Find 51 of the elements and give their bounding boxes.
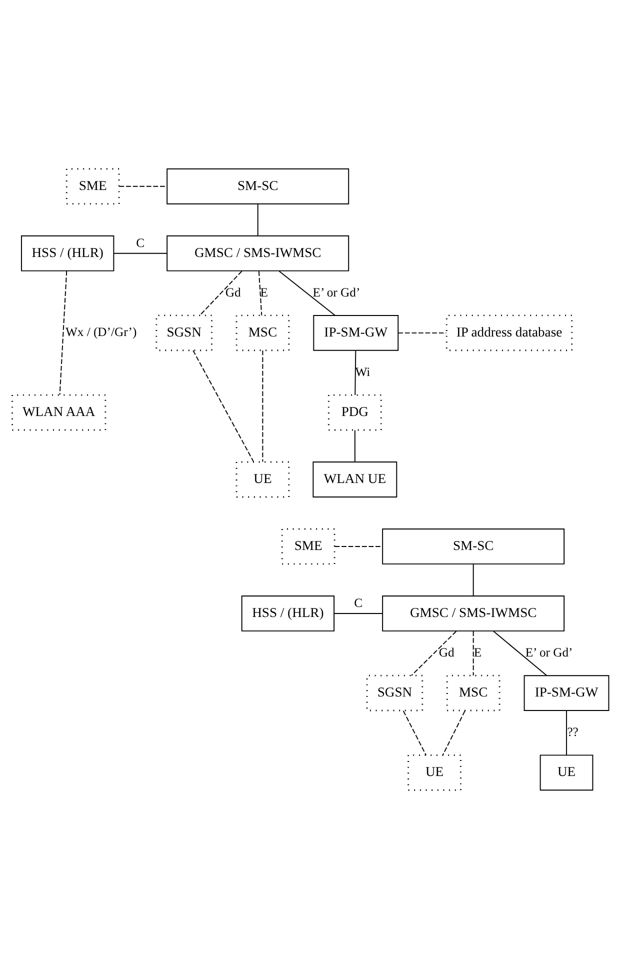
edge-label: ??: [567, 724, 578, 739]
connector: [354, 429, 356, 462]
node-box: HSS / (HLR): [241, 595, 335, 631]
edge-label: C: [354, 596, 363, 610]
edge-label: Gd: [225, 284, 241, 299]
connector: [192, 350, 254, 462]
connector: [398, 332, 447, 333]
connector: [59, 270, 68, 395]
connector: [472, 563, 474, 596]
node-box: SM-SC: [166, 168, 350, 204]
edge-label: Wx / (D’/Gr’): [65, 324, 137, 339]
node-box: IP-SM-GW: [524, 674, 610, 710]
node-box: GMSC / SMS-IWMSC: [382, 595, 565, 631]
connector: [354, 350, 356, 395]
node-box: HSS / (HLR): [21, 234, 114, 271]
edge-label: C: [136, 235, 145, 250]
connector: [257, 203, 258, 236]
connector: [566, 710, 567, 756]
node-box: SM-SC: [382, 528, 565, 564]
node-box: SME: [66, 168, 120, 204]
edge-label: E’ or Gd’: [525, 645, 573, 660]
node-box: UE: [236, 460, 290, 498]
connector: [493, 630, 548, 676]
connector: [442, 710, 466, 756]
connector: [334, 612, 383, 614]
node-box: SME: [281, 528, 336, 564]
connector: [199, 270, 242, 316]
node-box: MSC: [236, 314, 290, 351]
connector: [410, 630, 457, 676]
node-box: WLAN UE: [312, 461, 398, 497]
connector: [258, 270, 262, 316]
connector: [262, 350, 264, 462]
edge-label: Gd: [438, 645, 454, 660]
node-box: IP-SM-GW: [313, 314, 399, 350]
edge-label: E’ or Gd’: [312, 284, 360, 299]
edge-label: E: [474, 645, 482, 660]
connector: [113, 252, 168, 254]
node-box: MSC: [446, 674, 500, 711]
connector: [118, 185, 168, 186]
connector: [472, 630, 474, 676]
edge-label: E: [260, 284, 268, 299]
node-box: WLAN AAA: [12, 394, 106, 430]
node-box: SGSN: [156, 314, 212, 351]
connector: [278, 270, 336, 316]
node-box: PDG: [328, 394, 382, 430]
node-box: UE: [540, 754, 594, 790]
node-box: IP address database: [446, 314, 573, 351]
node-box: SGSN: [366, 674, 424, 711]
connector: [402, 710, 426, 756]
node-box: UE: [408, 754, 462, 790]
node-box: GMSC / SMS-IWMSC: [166, 234, 350, 271]
